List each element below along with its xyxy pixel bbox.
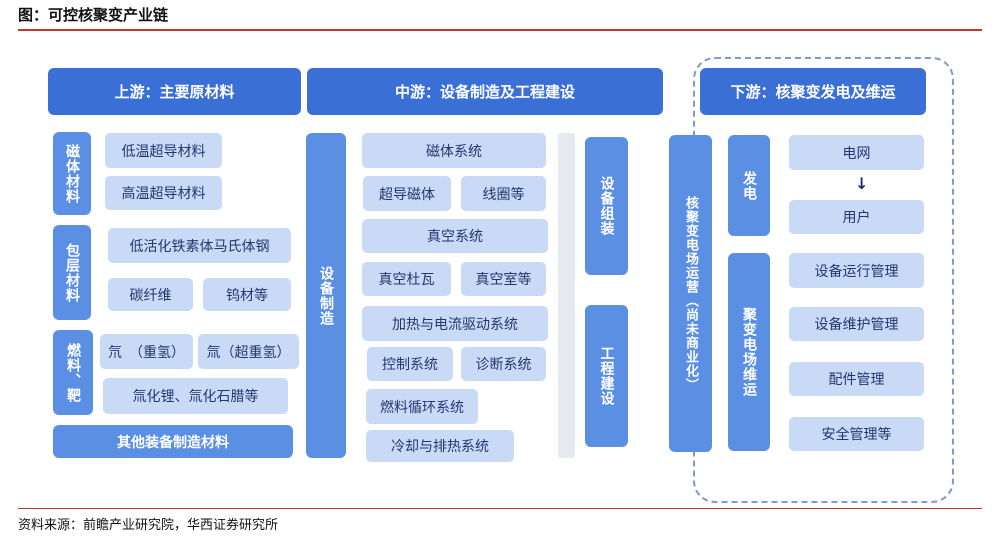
power-grid: 电网 bbox=[789, 135, 924, 170]
heating-current-drive: 加热与电流驱动系统 bbox=[362, 306, 548, 341]
equipment-maintenance-mgmt: 设备维护管理 bbox=[789, 307, 924, 341]
figure-title: 图：可控核聚变产业链 bbox=[18, 6, 169, 24]
downstream-header: 下游：核聚变发电及维运 bbox=[700, 68, 926, 115]
deuterium: 氘 （重氢） bbox=[100, 334, 193, 369]
fusion-plant-operation: 核聚变电场运营（尚未商业化） bbox=[669, 135, 712, 452]
control-system: 控制系统 bbox=[367, 347, 453, 381]
tritide-compounds: 氚化锂、氚化石腊等 bbox=[103, 378, 288, 414]
equipment-operation-mgmt: 设备运行管理 bbox=[789, 253, 924, 288]
magnet-materials-label: 磁体材料 bbox=[53, 132, 91, 215]
separator-bar bbox=[558, 133, 575, 458]
cooling-heat-removal: 冷却与排热系统 bbox=[366, 430, 514, 462]
other-equipment-materials: 其他装备制造材料 bbox=[53, 425, 293, 458]
vacuum-chamber: 真空室等 bbox=[461, 262, 546, 296]
tritium: 氚（超重氢） bbox=[198, 334, 299, 369]
diagnostic-system: 诊断系统 bbox=[461, 347, 546, 381]
users: 用户 bbox=[789, 200, 924, 234]
coils: 线圈等 bbox=[461, 176, 546, 211]
source-note: 资料来源：前瞻产业研究院，华西证券研究所 bbox=[18, 518, 279, 533]
midstream-header: 中游：设备制造及工程建设 bbox=[307, 68, 663, 115]
safety-mgmt: 安全管理等 bbox=[789, 417, 924, 451]
title-divider bbox=[18, 29, 982, 31]
vacuum-dewar: 真空杜瓦 bbox=[362, 262, 451, 296]
upstream-header: 上游：主要原材料 bbox=[48, 68, 301, 115]
carbon-fiber: 碳纤维 bbox=[108, 278, 193, 311]
vacuum-system: 真空系统 bbox=[362, 219, 548, 253]
fuel-target-label: 燃料、靶 bbox=[53, 330, 93, 415]
superconducting-magnet: 超导磁体 bbox=[363, 176, 451, 211]
low-temp-superconductor: 低温超导材料 bbox=[105, 133, 222, 168]
engineering-construction: 工程建设 bbox=[585, 305, 628, 447]
equipment-manufacturing: 设备制造 bbox=[306, 133, 346, 458]
footer-divider bbox=[18, 508, 982, 509]
high-temp-superconductor: 高温超导材料 bbox=[105, 176, 222, 210]
fuel-cycle-system: 燃料循环系统 bbox=[366, 389, 478, 424]
blanket-materials-label: 包层材料 bbox=[53, 225, 91, 320]
power-generation: 发电 bbox=[728, 135, 770, 236]
equipment-assembly: 设备组装 bbox=[585, 137, 628, 275]
parts-mgmt: 配件管理 bbox=[789, 362, 924, 396]
plant-maintenance: 聚变电场维运 bbox=[728, 253, 770, 451]
arrow-down-icon: ↓ bbox=[855, 174, 869, 193]
magnet-system: 磁体系统 bbox=[362, 133, 546, 168]
rafm-steel: 低活化铁素体马氏体钢 bbox=[108, 228, 291, 263]
tungsten: 钨材等 bbox=[203, 278, 291, 311]
